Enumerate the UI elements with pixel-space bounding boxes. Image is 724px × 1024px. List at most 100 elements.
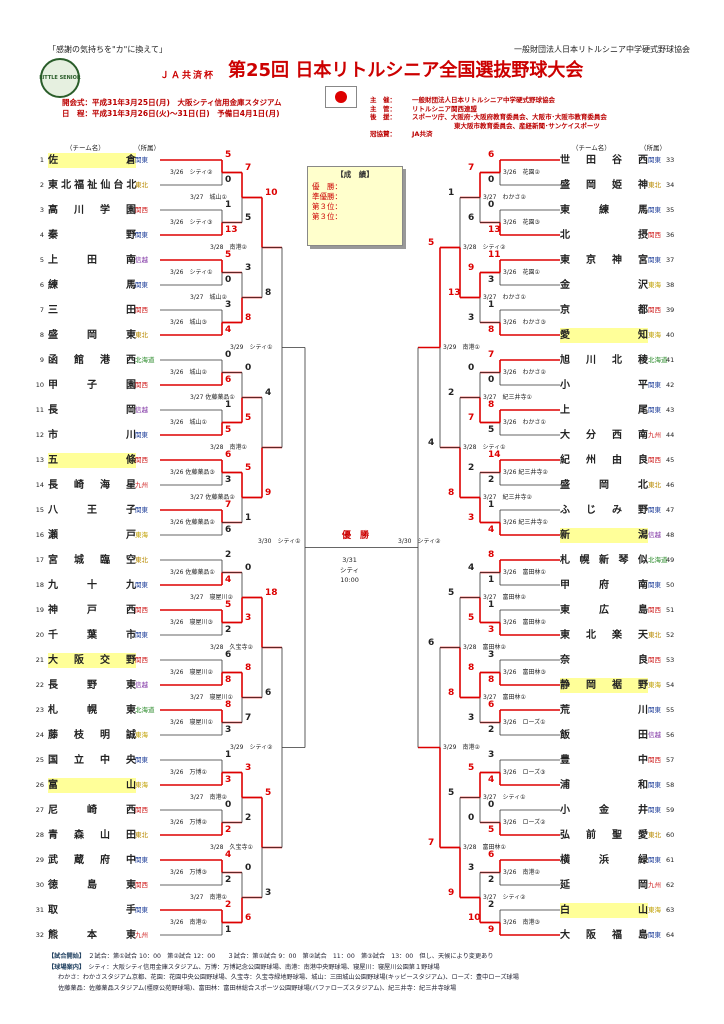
team-name: 大分西南 xyxy=(560,428,648,443)
team-region: 関東 xyxy=(135,631,148,639)
match-label: 3/26 南港① xyxy=(170,918,207,926)
match-label: 3/27 城山② xyxy=(190,293,227,301)
score-bottom: 13 xyxy=(225,225,238,235)
score-bottom: 2 xyxy=(225,875,232,885)
team-name-char: 西 xyxy=(126,605,136,616)
match-label: 3/29 南港① xyxy=(443,343,480,351)
match-label: 3/26 紀三井寺② xyxy=(503,468,548,476)
team-name-char: 野 xyxy=(638,505,648,516)
seed-number: 63 xyxy=(666,906,675,914)
team-name-char: 上 xyxy=(560,405,570,416)
score-bottom: 4 xyxy=(488,775,495,785)
score-bottom: 9 xyxy=(448,887,455,898)
score-bottom: 8 xyxy=(245,312,252,323)
score-bottom: 3 xyxy=(468,312,475,323)
semifinal-right-label: 3/30 シティ② xyxy=(398,537,441,545)
info-value: スポーツ庁、大阪府･大阪府教育委員会、大阪市･大阪市教育委員会 xyxy=(412,113,607,121)
score-bottom: 2 xyxy=(225,625,232,635)
seed-number: 29 xyxy=(35,856,44,864)
match-label: 3/26 わかさ② xyxy=(503,368,546,376)
team-name-char: 幌 xyxy=(87,705,97,716)
score-bottom: 5 xyxy=(225,425,232,435)
score-top: 5 xyxy=(448,787,455,798)
team-name-char: 緑 xyxy=(638,855,648,866)
team-region: 関東 xyxy=(648,806,661,814)
score-bottom: 8 xyxy=(265,287,272,298)
team-name-char: 谷 xyxy=(612,155,622,166)
team-name-char: 尾 xyxy=(638,405,648,416)
team-name-char: 台 xyxy=(113,180,123,191)
match-label: 3/26 城山① xyxy=(170,418,207,426)
team-name-char: 瀬 xyxy=(48,530,58,541)
organizer-info-row: 主 催：一般財団法人日本リトルシニア中学硬式野球協会 xyxy=(370,96,607,105)
team-name-char: 福 xyxy=(74,180,84,191)
team-name-char: 甲 xyxy=(560,580,570,591)
match-label: 3/27 わかさ② xyxy=(483,193,526,201)
score-top: 3 xyxy=(245,762,252,773)
match-label: 3/26 シティ① xyxy=(170,268,213,276)
score-bottom: 8 xyxy=(488,675,495,685)
team-region: 関西 xyxy=(135,881,148,889)
match-label: 3/26 シティ③ xyxy=(170,218,213,226)
team-name: 瀬戸 xyxy=(48,528,136,543)
team-name-char: 空 xyxy=(126,555,136,566)
team-name-char: ふ xyxy=(560,505,570,516)
team-name-char: 学 xyxy=(100,205,110,216)
team-name-char: 潟 xyxy=(638,530,648,541)
team-name-char: 戸 xyxy=(126,530,136,541)
team-name-char: 海 xyxy=(100,480,110,491)
team-name: 富山 xyxy=(48,778,136,793)
score-bottom: 0 xyxy=(488,375,495,385)
match-label: 3/26 佐藤薬品① xyxy=(170,568,215,576)
team-name-char: 琴 xyxy=(618,555,629,566)
team-region: 関東 xyxy=(648,406,661,414)
seed-number: 48 xyxy=(666,531,675,539)
team-name-char: 東 xyxy=(48,180,58,191)
score-bottom: 3 xyxy=(488,625,495,635)
seed-number: 28 xyxy=(35,831,44,839)
seed-number: 22 xyxy=(35,681,44,689)
team-name: 浦和 xyxy=(560,778,648,793)
team-name-char: 東 xyxy=(126,880,136,891)
team-name-char: 富 xyxy=(48,780,58,791)
score-bottom: 6 xyxy=(225,375,232,385)
team-name-char: 三 xyxy=(48,305,58,316)
score-bottom: 6 xyxy=(468,212,475,223)
seed-number: 53 xyxy=(666,656,675,664)
match-label: 3/26 ローズ① xyxy=(503,718,546,726)
team-region: 九州 xyxy=(135,481,148,489)
score-top: 0 xyxy=(225,800,232,810)
team-name-char: 裾 xyxy=(612,680,622,691)
team-name-char: 函 xyxy=(48,355,58,366)
match-label: 3/27 寝屋川① xyxy=(190,693,233,701)
team-name-char: 八 xyxy=(48,505,58,516)
team-name-char: 弘 xyxy=(560,830,570,841)
team-region: 関東 xyxy=(648,581,661,589)
team-name-char: 天 xyxy=(638,630,648,641)
team-name-char: 都 xyxy=(638,305,648,316)
seed-number: 17 xyxy=(35,556,44,564)
team-name-char: 福 xyxy=(612,930,622,941)
seed-number: 9 xyxy=(39,356,44,364)
results-box: 【成 績】 優 勝： 準優勝： 第３位： 第３位： xyxy=(307,166,403,246)
team-name: 上田南 xyxy=(48,253,136,268)
team-region: 東北 xyxy=(135,331,148,339)
team-name-char: 旭 xyxy=(560,355,570,366)
score-top: 3 xyxy=(245,262,252,273)
score-top: 5 xyxy=(245,462,252,473)
team-name-char: 南 xyxy=(126,255,136,266)
team-name: 盛岡東 xyxy=(48,328,136,343)
team-region: 関西 xyxy=(135,381,148,389)
score-top: 2 xyxy=(225,550,232,560)
team-name-char: 小 xyxy=(560,380,570,391)
match-label: 3/26 富田林③ xyxy=(503,668,546,676)
seed-number: 41 xyxy=(666,356,675,364)
seed-number: 1 xyxy=(39,156,44,164)
team-name: 長岡 xyxy=(48,403,136,418)
team-name-char: 川 xyxy=(126,430,136,441)
team-name-char: 園 xyxy=(126,205,136,216)
team-name-char: 金 xyxy=(560,280,570,291)
team-name-char: 五 xyxy=(48,455,58,466)
seed-number: 18 xyxy=(35,581,44,589)
info-key: 主 管： xyxy=(370,104,396,113)
